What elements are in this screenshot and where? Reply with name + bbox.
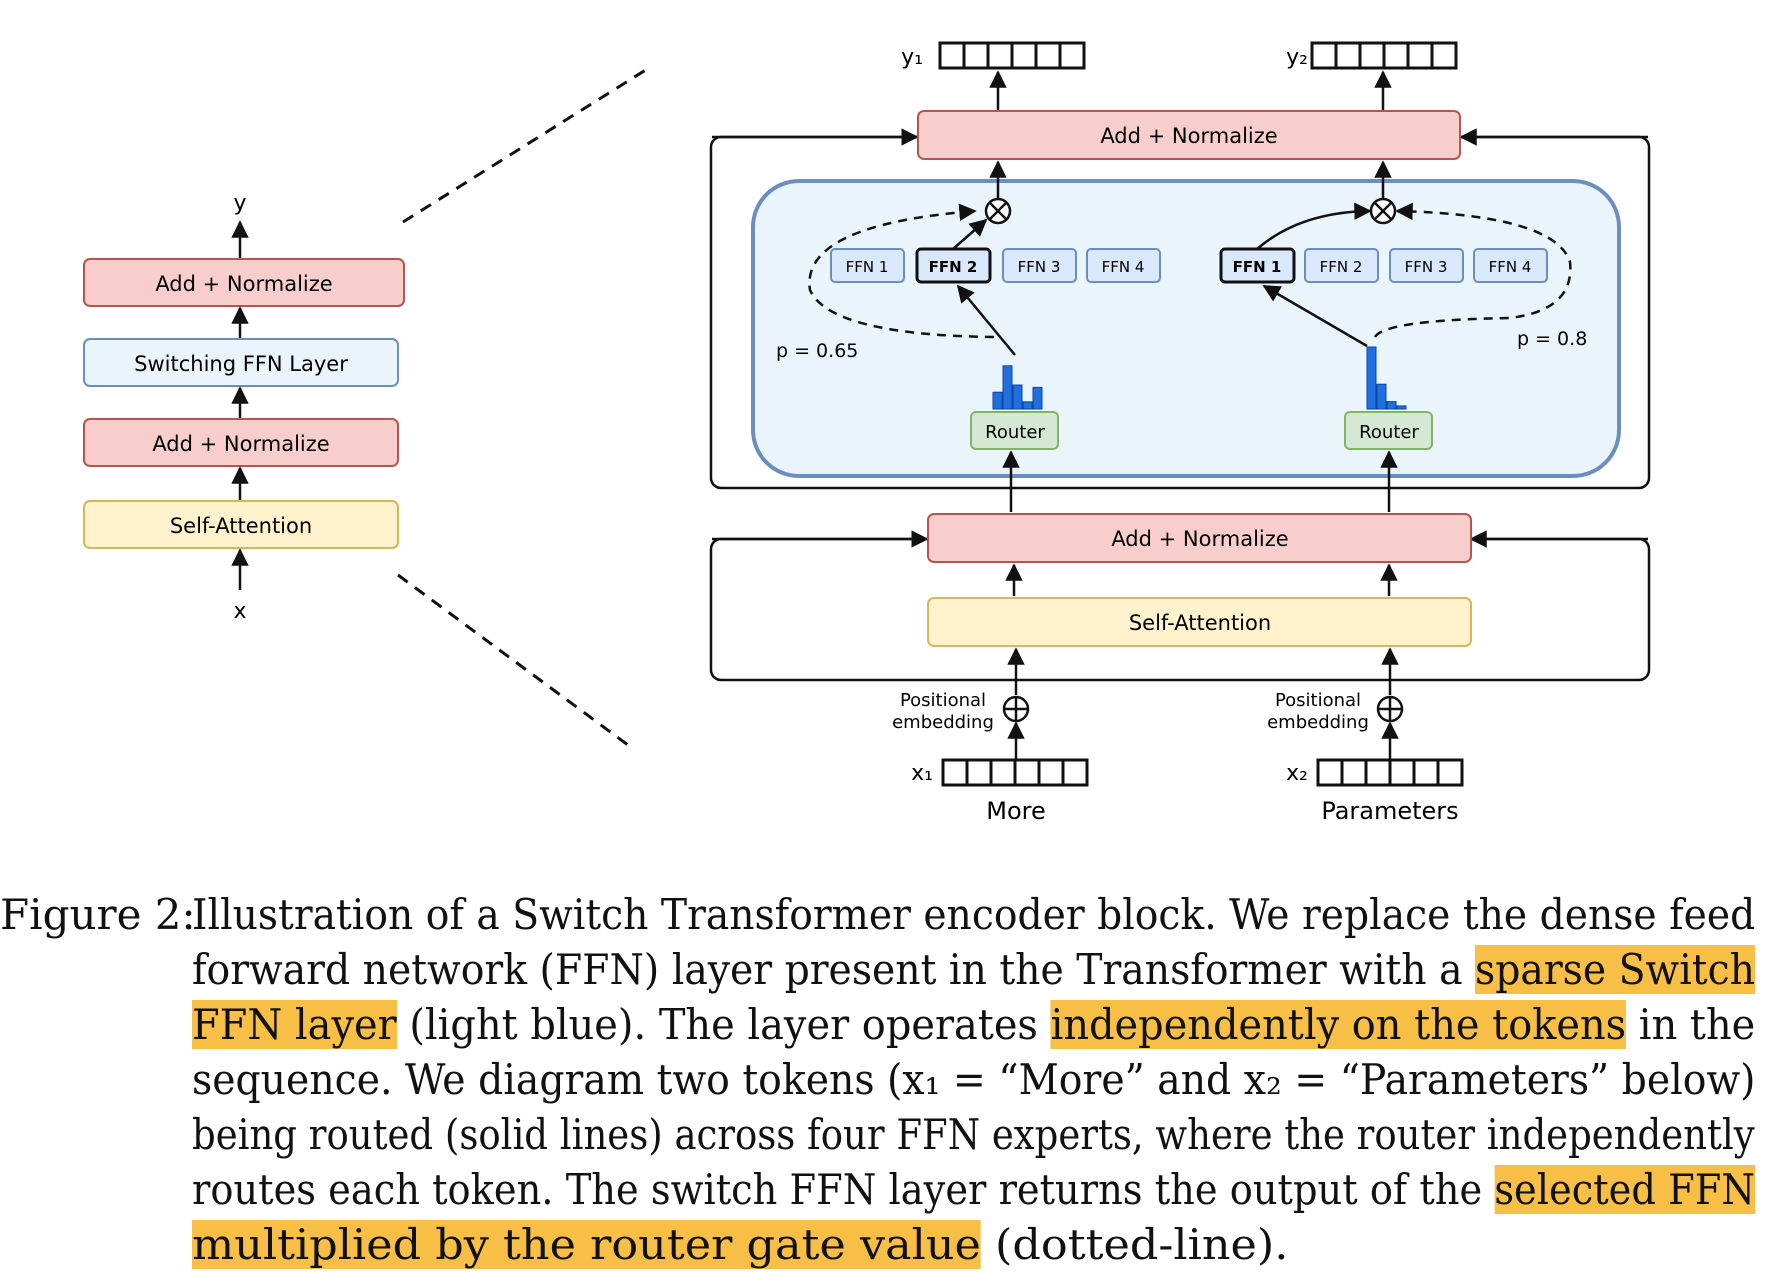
caption-text: routes each token. The switch FFN layer … (192, 1165, 1495, 1214)
left-add-normalize-top (83, 258, 405, 307)
t2-prob: p = 0.8 (1517, 328, 1587, 350)
t2-pos-emb-label-1: Positional (1275, 690, 1361, 711)
t1-router-route (956, 284, 1016, 356)
t2-ffn3-label: FFN 3 (1405, 258, 1448, 276)
t1-gate-dashed (808, 203, 995, 339)
t1-add-node (1002, 695, 1030, 723)
caption-label: Figure 2: (0, 890, 196, 939)
t2-ffn1-label: FFN 1 (1233, 258, 1282, 276)
t2-ffn2-label: FFN 2 (1320, 258, 1363, 276)
t2-router-label: Router (1359, 422, 1419, 443)
t1-ffn1 (830, 248, 905, 283)
token1-experts: FFN 1 FFN 2 FFN 3 FFN 4 (830, 247, 1161, 284)
hist1-bar-3 (1012, 384, 1023, 410)
t2-gate-dashed (1373, 202, 1572, 338)
right-add-normalize-top (917, 110, 1461, 160)
caption-line: being routed (solid lines) across four F… (192, 1110, 1755, 1160)
x2-label: x₂ (1286, 761, 1308, 786)
y2-vector (1310, 41, 1458, 70)
right-self-attention (927, 597, 1472, 647)
t1-router-label: Router (985, 422, 1045, 443)
caption-highlight: multiplied by the router gate value (192, 1220, 981, 1269)
t1-router-histogram (992, 365, 1043, 410)
x2-vector (1316, 758, 1464, 787)
left-x-label: x (233, 599, 246, 624)
t1-pos-emb-label-1: Positional (900, 690, 986, 711)
left-self-attention-label: Self-Attention (170, 514, 312, 538)
caption-highlight: sparse Switch (1475, 945, 1755, 994)
t2-router-histogram (1366, 346, 1407, 410)
caption-line: multiplied by the router gate value (dot… (192, 1220, 1288, 1270)
hist1-bar-1 (992, 391, 1003, 410)
caption-line: sequence. We diagram two tokens (x₁ = “M… (192, 1055, 1755, 1105)
caption-highlight: FFN layer (192, 1000, 397, 1049)
left-encoder-block: y Add + Normalize Switching FFN Layer Ad… (83, 191, 405, 624)
y1-label: y₁ (901, 45, 923, 70)
caption-line: FFN layer (light blue). The layer operat… (192, 1000, 1755, 1050)
left-switching-ffn-layer (83, 338, 399, 387)
caption-highlight: selected FFN (1494, 1165, 1755, 1214)
caption-text: sequence. We diagram two tokens (x₁ = “M… (192, 1055, 1756, 1104)
hist2-bar-2 (1376, 383, 1387, 410)
hist1-bar-4 (1022, 401, 1033, 410)
right-self-attention-label: Self-Attention (1129, 611, 1271, 635)
hist2-bar-4 (1396, 405, 1407, 410)
left-add-normalize-top-label: Add + Normalize (155, 272, 332, 296)
t2-pos-emb-label-2: embedding (1267, 712, 1369, 733)
zoom-line-top (402, 64, 653, 224)
right-add-normalize-top-label: Add + Normalize (1100, 124, 1277, 148)
t2-router (1344, 411, 1433, 450)
left-add-normalize-bottom (83, 418, 399, 467)
hist2-bar-3 (1386, 401, 1397, 410)
caption-highlight: independently on the tokens (1050, 1000, 1627, 1049)
y1-vector (938, 41, 1086, 70)
t1-pos-emb-label-2: embedding (892, 712, 994, 733)
x1-label: x₁ (911, 761, 933, 786)
token1-word: More (986, 797, 1046, 825)
t1-ffn2-label: FFN 2 (929, 258, 978, 276)
left-self-attention (83, 500, 399, 549)
zoom-line-bottom (397, 573, 633, 750)
t2-ffn-to-multiply (1256, 202, 1372, 250)
t2-add-node (1376, 695, 1404, 723)
right-add-normalize-mid (927, 513, 1472, 563)
t1-ffn-to-multiply (952, 218, 988, 250)
token2-word: Parameters (1321, 797, 1458, 825)
hist1-bar-2 (1002, 365, 1013, 410)
t1-ffn3 (1002, 248, 1077, 283)
caption-line: routes each token. The switch FFN layer … (192, 1165, 1755, 1215)
t2-ffn4 (1473, 248, 1548, 283)
caption-text: (dotted-line). (980, 1220, 1289, 1269)
t1-ffn4 (1086, 248, 1161, 283)
caption-text: in the (1626, 1000, 1756, 1049)
t2-ffn2 (1304, 248, 1379, 283)
hist2-bar-1 (1366, 346, 1377, 410)
t1-ffn4-label: FFN 4 (1102, 258, 1145, 276)
y2-label: y₂ (1286, 45, 1308, 70)
t1-ffn3-label: FFN 3 (1018, 258, 1061, 276)
hist1-bar-5 (1032, 386, 1043, 410)
t1-ffn1-label: FFN 1 (846, 258, 889, 276)
figure-caption: Figure 2: Illustration of a Switch Trans… (0, 890, 1768, 1280)
t1-prob: p = 0.65 (776, 340, 858, 362)
left-switching-ffn-label: Switching FFN Layer (134, 352, 348, 376)
multiply-node-2 (1369, 197, 1397, 225)
caption-text: Illustration of a Switch Transformer enc… (192, 890, 1756, 939)
caption-text: being routed (solid lines) across four F… (192, 1110, 1755, 1159)
caption-text: (light blue). The layer operates (396, 1000, 1051, 1049)
t2-ffn3 (1389, 248, 1464, 283)
caption-line: forward network (FFN) layer present in t… (192, 945, 1755, 995)
t2-ffn4-label: FFN 4 (1489, 258, 1532, 276)
t2-router-route (1262, 284, 1368, 348)
x1-vector (941, 758, 1089, 787)
right-add-normalize-mid-label: Add + Normalize (1111, 527, 1288, 551)
right-encoder-block: y₁ y₂ Add + Normalize (709, 41, 1651, 825)
multiply-node-1 (984, 197, 1012, 225)
left-add-normalize-bottom-label: Add + Normalize (152, 432, 329, 456)
switch-transformer-diagram: y Add + Normalize Switching FFN Layer Ad… (83, 41, 1651, 825)
caption-line: Illustration of a Switch Transformer enc… (192, 890, 1755, 940)
left-y-label: y (233, 191, 246, 216)
t1-router (970, 411, 1059, 450)
caption-text: forward network (FFN) layer present in t… (192, 945, 1476, 994)
